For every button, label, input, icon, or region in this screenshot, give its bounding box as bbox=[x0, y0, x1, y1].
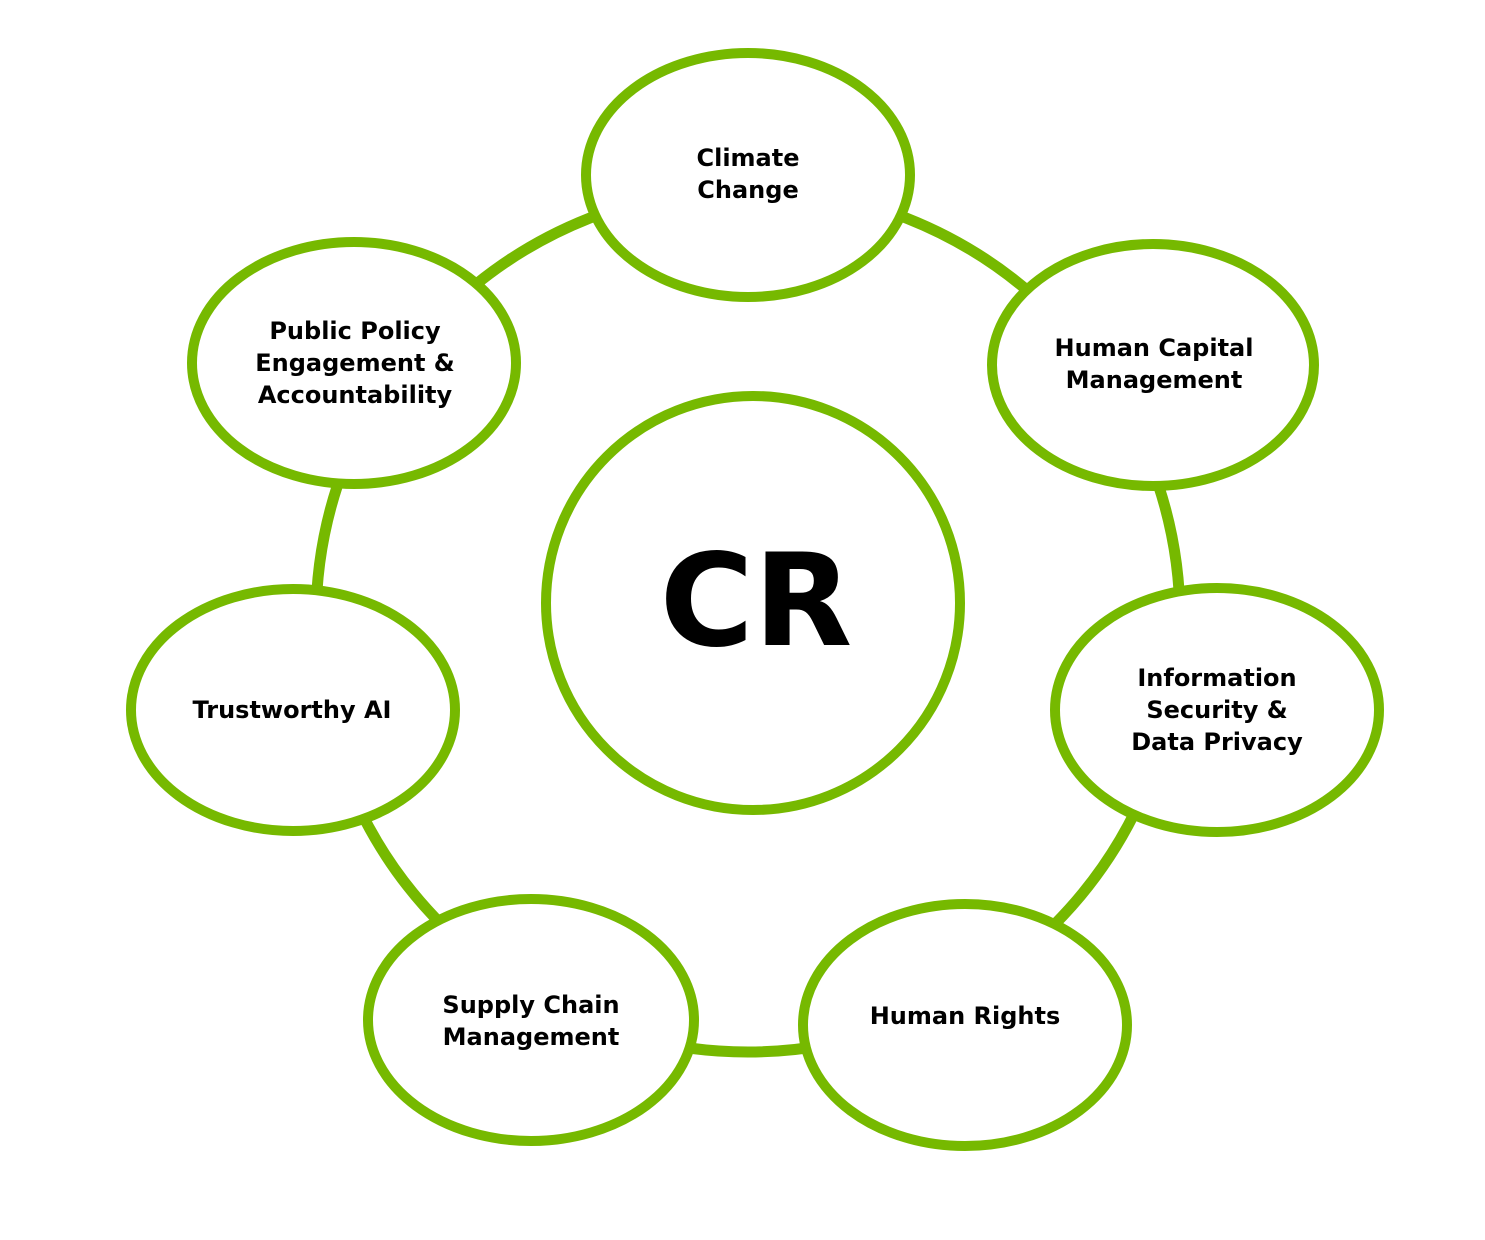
node-ellipse bbox=[798, 899, 1132, 1151]
node-ellipse bbox=[126, 584, 460, 836]
node-public-policy-engagement-accountability: Public Policy Engagement & Accountabilit… bbox=[187, 237, 521, 489]
node-label-line: Information bbox=[1137, 664, 1296, 692]
center-label: CR bbox=[660, 527, 853, 676]
node-label-line: Change bbox=[697, 176, 798, 204]
node-information-security-data-privacy: Information Security & Data Privacy bbox=[1050, 583, 1384, 837]
center-circle bbox=[541, 391, 965, 815]
node-label-line: Climate bbox=[696, 144, 799, 172]
node-label-line: Trustworthy AI bbox=[193, 696, 392, 724]
node-label-line: Engagement & bbox=[255, 349, 454, 377]
node-ellipse bbox=[987, 239, 1319, 491]
node-label-line: Human Capital bbox=[1055, 334, 1254, 362]
node-label-line: Management bbox=[1066, 366, 1243, 394]
node-ellipse bbox=[363, 894, 699, 1146]
node-trustworthy-ai: Trustworthy AI bbox=[126, 584, 460, 836]
node-human-capital-management: Human Capital Management bbox=[987, 239, 1319, 491]
node-ellipse bbox=[187, 237, 521, 489]
center-node: CR bbox=[541, 391, 965, 815]
node-label-line: Data Privacy bbox=[1131, 728, 1303, 756]
node-label-line: Management bbox=[443, 1023, 620, 1051]
node-label-line: Human Rights bbox=[870, 1002, 1061, 1030]
node-label-line: Accountability bbox=[258, 381, 453, 409]
node-label-line: Public Policy bbox=[269, 317, 441, 345]
node-climate-change: Climate Change bbox=[581, 48, 915, 302]
node-human-rights: Human Rights bbox=[798, 899, 1132, 1151]
node-ellipse bbox=[581, 48, 915, 302]
node-label-line: Security & bbox=[1146, 696, 1287, 724]
node-supply-chain-management: Supply Chain Management bbox=[363, 894, 699, 1146]
node-ellipse bbox=[1050, 583, 1384, 837]
node-label-line: Supply Chain bbox=[442, 991, 619, 1019]
